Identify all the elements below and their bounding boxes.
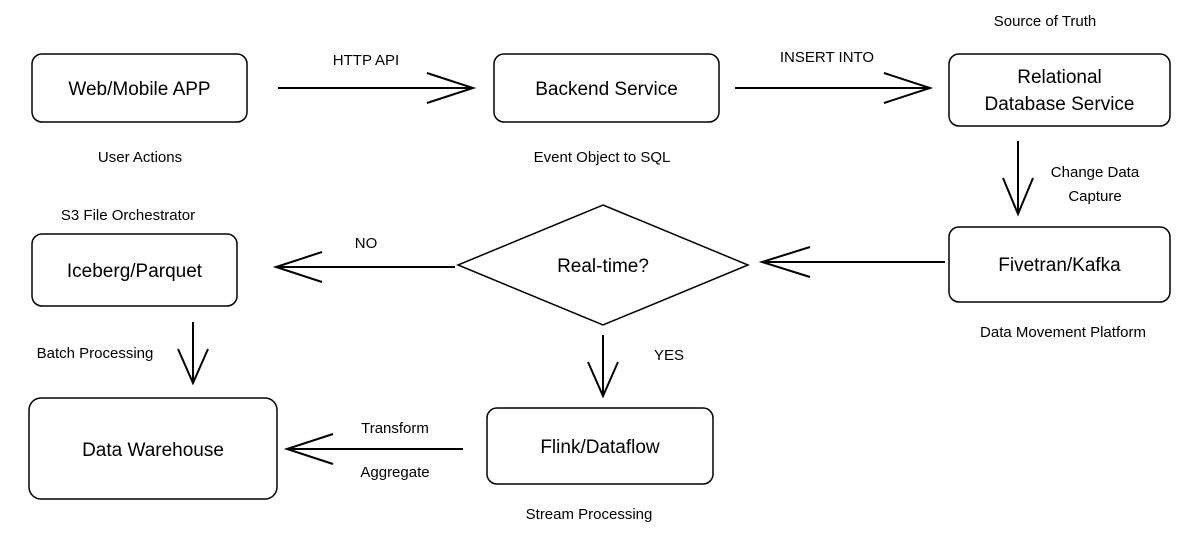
caption-change-data-line1: Change Data <box>1051 164 1140 181</box>
caption-source-of-truth: Source of Truth <box>994 13 1097 30</box>
caption-stream-processing: Stream Processing <box>526 506 653 523</box>
arrow-backend-to-database <box>735 72 934 104</box>
realtime-decision: Real-time? <box>456 204 750 326</box>
arrow-iceberg-to-warehouse <box>177 322 209 386</box>
realtime-decision-label: Real-time? <box>557 256 649 277</box>
web-mobile-app-box: Web/Mobile APP <box>31 53 248 123</box>
iceberg-parquet-label: Iceberg/Parquet <box>67 261 203 282</box>
arrow-decision-to-iceberg <box>272 251 455 283</box>
arrow-flink-to-warehouse <box>283 433 463 465</box>
edge-label-insert-into: INSERT INTO <box>780 49 874 66</box>
fivetran-kafka-box: Fivetran/Kafka <box>948 226 1171 303</box>
relational-database-label-line2: Database Service <box>985 94 1135 115</box>
arrow-fivetran-to-decision <box>758 246 945 278</box>
relational-database-label-line1: Relational <box>1017 67 1102 88</box>
backend-service-label: Backend Service <box>535 79 678 100</box>
caption-data-movement-platform: Data Movement Platform <box>980 324 1146 341</box>
edge-label-transform: Transform <box>361 420 429 437</box>
arrow-database-to-fivetran <box>1002 141 1034 217</box>
fivetran-kafka-label: Fivetran/Kafka <box>998 255 1121 276</box>
caption-s3-file-orchestrator: S3 File Orchestrator <box>61 207 195 224</box>
relational-database-service-box: Relational Database Service <box>948 53 1171 127</box>
data-warehouse-label: Data Warehouse <box>82 440 224 461</box>
iceberg-parquet-box: Iceberg/Parquet <box>31 233 238 307</box>
web-mobile-app-label: Web/Mobile APP <box>68 79 210 100</box>
caption-user-actions: User Actions <box>98 149 182 166</box>
arrow-app-to-backend <box>278 72 477 104</box>
backend-service-box: Backend Service <box>493 53 720 123</box>
data-warehouse-box: Data Warehouse <box>28 397 278 500</box>
caption-batch-processing: Batch Processing <box>37 345 154 362</box>
edge-label-http-api: HTTP API <box>333 52 399 69</box>
flink-dataflow-box: Flink/Dataflow <box>486 407 714 485</box>
flink-dataflow-label: Flink/Dataflow <box>540 437 660 458</box>
caption-event-object-to-sql: Event Object to SQL <box>534 149 671 166</box>
edge-label-no: NO <box>355 235 378 252</box>
edge-label-yes: YES <box>654 347 684 364</box>
edge-label-aggregate: Aggregate <box>360 464 429 481</box>
caption-change-data-line2: Capture <box>1068 188 1121 205</box>
arrow-decision-to-flink <box>587 335 619 399</box>
